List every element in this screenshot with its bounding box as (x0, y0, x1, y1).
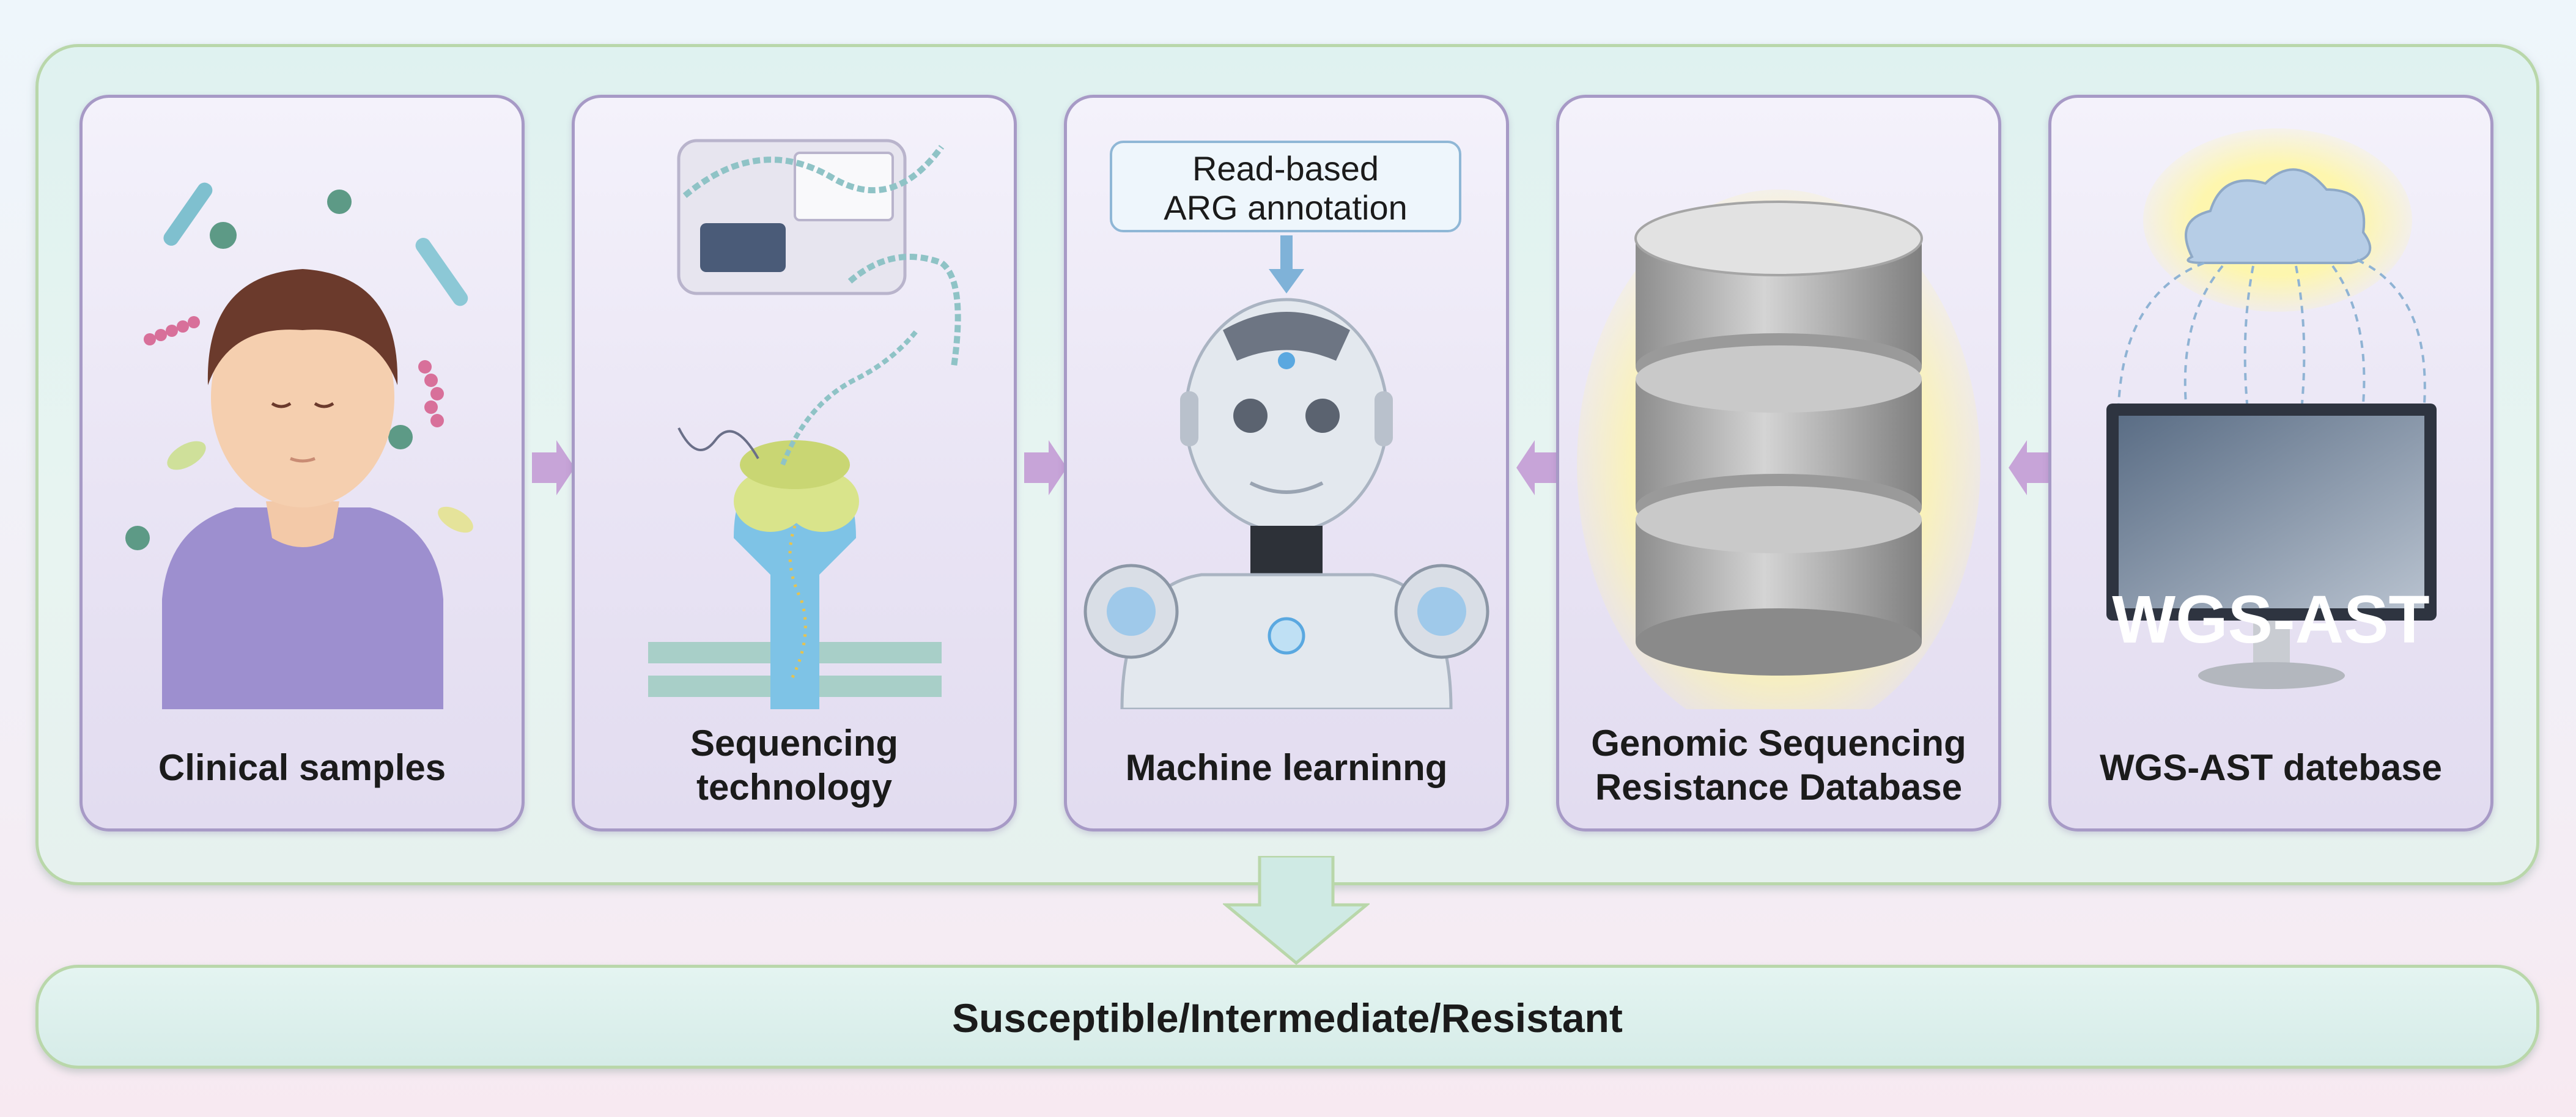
read-based-annotation-callout: Read-based ARG annotation (1110, 141, 1461, 232)
panel-wgs-ast-database: WGS-AST WGS-AST datebase (2048, 95, 2493, 831)
database-cylinder-icon (1577, 190, 1980, 709)
panel-label: Genomic Sequencing Resistance Database (1559, 721, 1998, 809)
robot-icon (1083, 235, 1489, 709)
panel-machine-learning: Read-based ARG annotation Machine learni… (1064, 95, 1509, 831)
panel-sequencing-technology: Sequencing technology (572, 95, 1017, 831)
arrow-right-icon (532, 440, 575, 495)
outcome-bar: Susceptible/Intermediate/Resistant (35, 965, 2539, 1069)
screen-text: WGS-AST (2112, 582, 2430, 657)
panel-clinical-samples: Clinical samples (79, 95, 525, 831)
arrow-right-icon (1024, 440, 1067, 495)
arrow-left-icon (1516, 440, 1559, 495)
panel-label-line1: Sequencing (690, 723, 899, 764)
callout-line2: ARG annotation (1164, 188, 1408, 227)
panel-label-line2: technology (696, 767, 892, 808)
panel-label: WGS-AST datebase (2099, 747, 2443, 788)
person-with-microbes-icon (125, 182, 473, 709)
panel-label: Sequencing technology (575, 721, 1014, 809)
sequencer-icon (648, 139, 961, 709)
cloud-computer-icon (2106, 128, 2437, 689)
panel-label-line2: Resistance Database (1595, 767, 1963, 808)
callout-line1: Read-based (1192, 149, 1379, 188)
panel-label: Machine learninng (1125, 747, 1448, 788)
outcome-label: Susceptible/Intermediate/Resistant (952, 995, 1623, 1041)
panel-resistance-database: Genomic Sequencing Resistance Database (1556, 95, 2001, 831)
arrow-left-icon (2009, 440, 2051, 495)
arrow-down-icon (1223, 856, 1370, 965)
panel-label-line1: Genomic Sequencing (1591, 723, 1966, 764)
panel-label: Clinical samples (158, 747, 446, 788)
